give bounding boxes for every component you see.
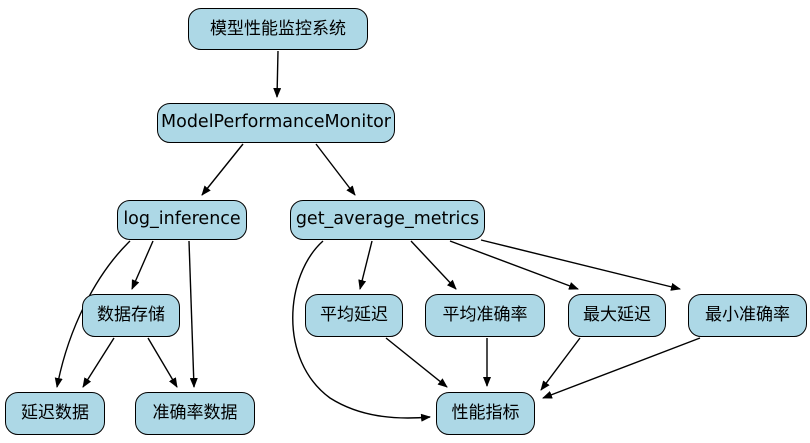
- node-log_inf[interactable]: log_inference: [117, 200, 247, 240]
- edge-get_avg-to-avg_lat: [358, 240, 373, 290]
- node-label-storage: 数据存储: [97, 305, 165, 325]
- node-label-lat_data: 延迟数据: [21, 403, 89, 423]
- node-get_avg[interactable]: get_average_metrics: [290, 200, 485, 240]
- node-lat_data[interactable]: 延迟数据: [5, 392, 105, 435]
- edge-monitor-to-log_inf: [201, 143, 244, 196]
- node-root[interactable]: 模型性能监控系统: [188, 8, 368, 50]
- edge-root-to-monitor: [273, 50, 282, 98]
- node-avg_acc[interactable]: 平均准确率: [425, 294, 545, 337]
- edge-log_inf-to-storage: [131, 240, 154, 290]
- node-label-acc_data: 准确率数据: [152, 403, 238, 423]
- node-perf_metric[interactable]: 性能指标: [436, 392, 535, 435]
- edge-storage-to-lat_data: [82, 337, 115, 388]
- node-label-avg_lat: 平均延迟: [320, 305, 388, 325]
- node-monitor[interactable]: ModelPerformanceMonitor: [157, 103, 395, 143]
- edge-max_lat-to-perf_metric: [540, 337, 581, 391]
- node-storage[interactable]: 数据存储: [82, 294, 180, 337]
- edge-storage-to-acc_data: [147, 337, 178, 388]
- edge-get_avg-to-avg_acc: [410, 240, 457, 290]
- node-label-log_inf: log_inference: [123, 209, 241, 230]
- edge-min_acc-to-perf_metric: [542, 337, 701, 399]
- node-avg_lat[interactable]: 平均延迟: [305, 294, 403, 337]
- node-label-avg_acc: 平均准确率: [442, 305, 528, 325]
- node-label-min_acc: 最小准确率: [705, 305, 790, 325]
- edge-avg_lat-to-perf_metric: [385, 337, 448, 388]
- edge-log_inf-to-acc_data: [188, 240, 198, 388]
- node-label-max_lat: 最大延迟: [583, 305, 651, 325]
- node-label-root: 模型性能监控系统: [210, 18, 346, 39]
- node-acc_data[interactable]: 准确率数据: [135, 392, 255, 435]
- edge-monitor-to-get_avg: [315, 143, 356, 196]
- edge-get_avg-to-max_lat: [449, 240, 579, 290]
- node-min_acc[interactable]: 最小准确率: [688, 294, 807, 337]
- edge-get_avg-to-perf_metric: [292, 240, 431, 422]
- node-max_lat[interactable]: 最大延迟: [568, 294, 666, 337]
- node-label-get_avg: get_average_metrics: [295, 209, 480, 230]
- edge-get_avg-to-min_acc: [480, 239, 681, 291]
- node-label-monitor: ModelPerformanceMonitor: [161, 112, 391, 133]
- node-label-perf_metric: 性能指标: [451, 403, 520, 423]
